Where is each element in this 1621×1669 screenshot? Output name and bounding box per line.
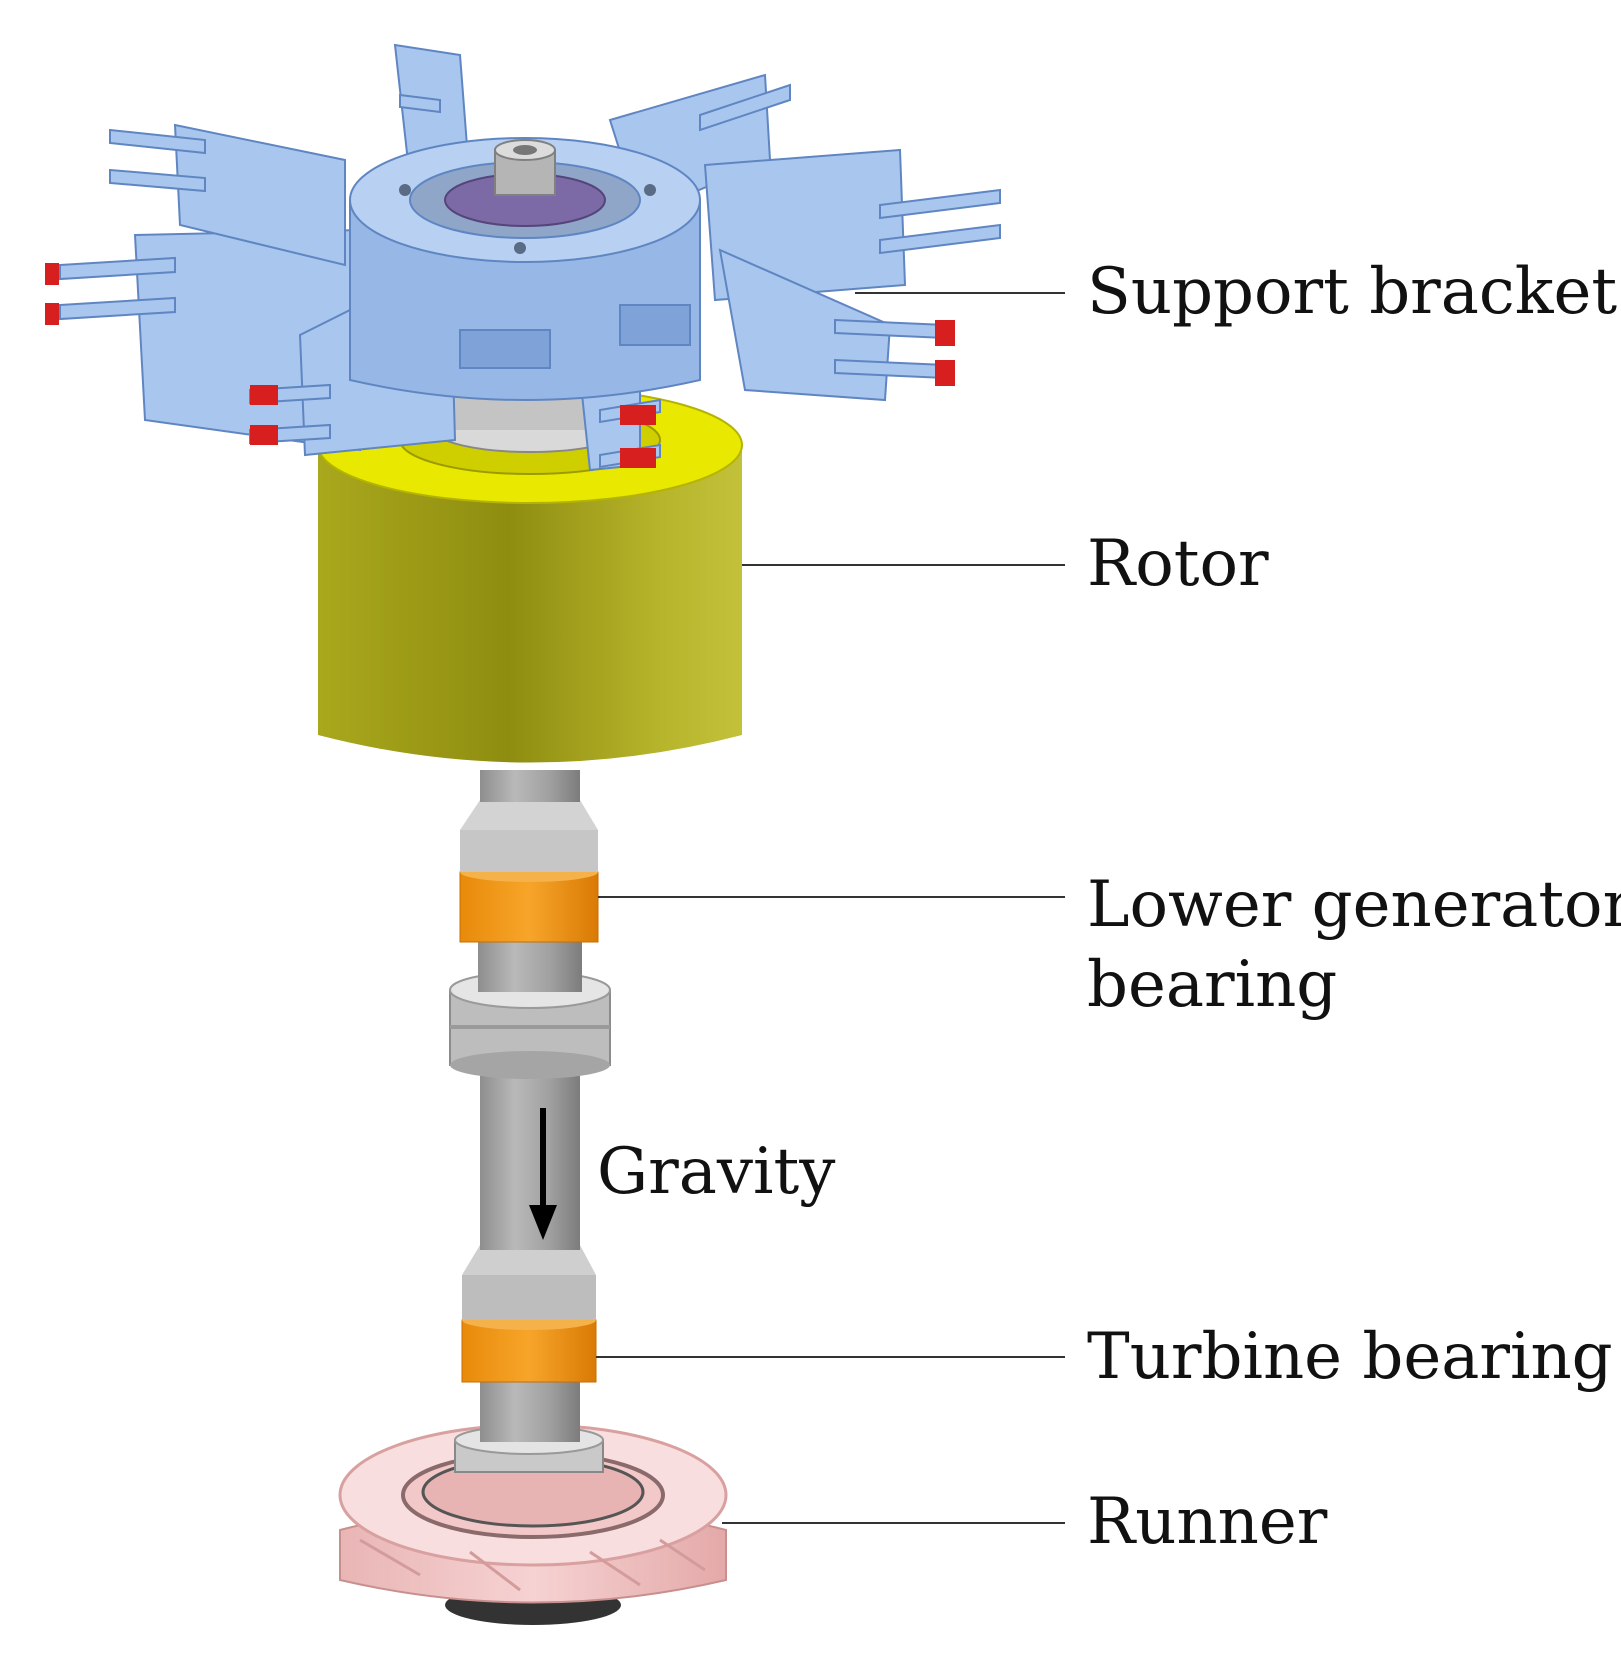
support-bracket-part (59, 43, 1001, 472)
gravity-label: Gravity (597, 1135, 836, 1209)
lower-generator-bearing-label-line1: Lower generator (1087, 868, 1621, 942)
support-bracket-label: Support bracket (1087, 255, 1618, 329)
runner-part (338, 1423, 728, 1625)
turbine-bearing-label: Turbine bearing (1087, 1320, 1613, 1394)
support-bracket-leader (855, 292, 1065, 294)
main-shaft-part (480, 1060, 580, 1250)
runner-label: Runner (1087, 1485, 1328, 1559)
lower-shaft-part (454, 1380, 604, 1473)
runner-leader (722, 1522, 1065, 1524)
rotor-label: Rotor (1087, 527, 1269, 601)
lower-generator-bearing-label-line2: bearing (1087, 948, 1338, 1022)
turbine-bearing-part (461, 1245, 597, 1383)
gravity-arrow (529, 1108, 557, 1240)
rotor-leader (742, 564, 1065, 566)
coupling-part (449, 940, 611, 1079)
lower-generator-bearing-leader (598, 896, 1065, 898)
lower-generator-bearing-part (459, 770, 599, 943)
turbine-bearing-leader (596, 1356, 1065, 1358)
bracket-tips (45, 263, 955, 468)
